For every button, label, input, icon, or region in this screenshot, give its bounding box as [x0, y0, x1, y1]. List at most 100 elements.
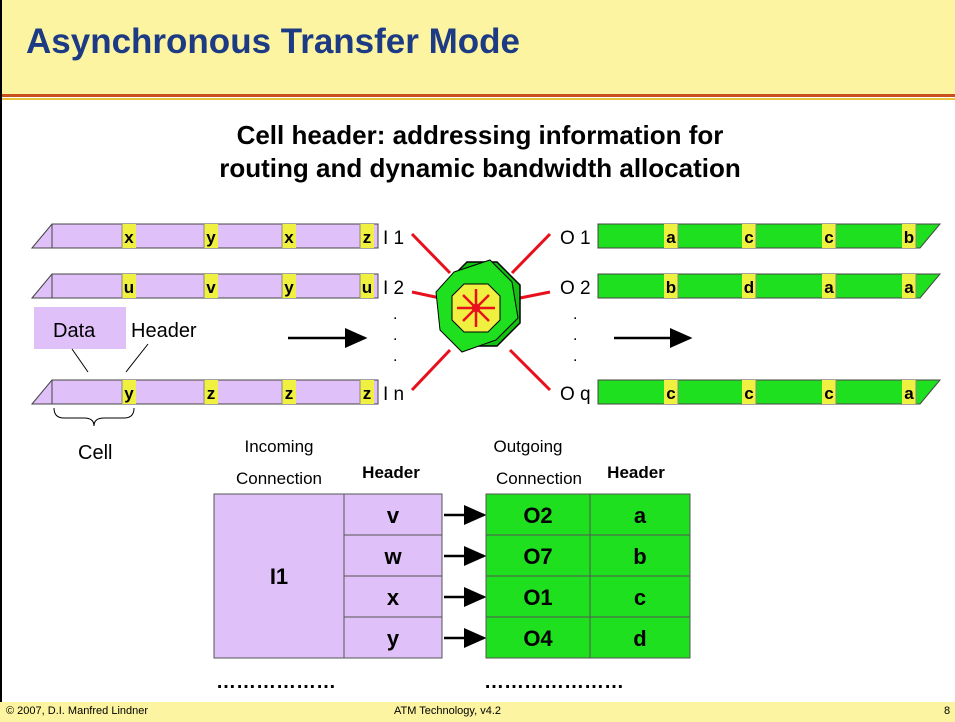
cell-header-label: b: [904, 228, 914, 247]
out-header-value: a: [634, 503, 647, 528]
cell-header-label: v: [206, 278, 216, 297]
cell-header-slot: [360, 380, 374, 404]
slide-frame: [0, 0, 2, 722]
svg-text:.: .: [393, 306, 397, 323]
svg-text:.: .: [573, 306, 577, 323]
footer-page-number: 8: [944, 705, 951, 717]
out-header-value: c: [634, 585, 646, 610]
input-port-label: I n: [383, 384, 404, 405]
incoming-heading-line1: Incoming: [245, 437, 314, 456]
out-header-value: b: [633, 544, 646, 569]
switch-connections: [410, 232, 552, 392]
cell-header-slot: [902, 274, 916, 298]
out-header-value: d: [633, 626, 646, 651]
cell-header-label: c: [824, 384, 833, 403]
in-header-value: y: [387, 626, 400, 651]
footer-copyright: © 2007, D.I. Manfred Lindner: [6, 705, 149, 717]
table-continuation-left: ………………: [216, 671, 336, 693]
table-row: x O1 c: [343, 575, 691, 618]
in-header-cell: [343, 575, 443, 618]
output-ellipsis: ...: [573, 306, 577, 365]
incoming-heading-line2: Connection: [236, 469, 322, 488]
data-label-box: [34, 307, 126, 349]
cell-header-slot: [742, 274, 756, 298]
cell-header-slot: [282, 224, 296, 248]
subtitle-line-2: routing and dynamic bandwidth allocation: [219, 153, 741, 183]
cell-header-slot: [742, 380, 756, 404]
cell-header-label: d: [744, 278, 754, 297]
cell-header-label: y: [124, 384, 134, 403]
cell-header-slot: [902, 224, 916, 248]
svg-text:.: .: [573, 327, 577, 344]
slide-title: Asynchronous Transfer Mode: [26, 22, 520, 61]
atm-switch-icon: [435, 259, 521, 353]
cell-header-slot: [360, 274, 374, 298]
cell-header-slot: [204, 224, 218, 248]
out-connection-cell: [485, 534, 591, 577]
in-header-value: v: [387, 503, 400, 528]
title-bar: [0, 0, 955, 94]
cell-header-slot: [204, 380, 218, 404]
cell-header-label: a: [666, 228, 676, 247]
svg-text:.: .: [573, 348, 577, 365]
cell-header-label: a: [824, 278, 834, 297]
cell-header-label: b: [666, 278, 676, 297]
input-ellipsis: ...: [393, 306, 397, 365]
out-header-cell: [589, 616, 691, 659]
cell-header-slot: [204, 274, 218, 298]
table-continuation-right: …………………: [484, 671, 624, 693]
cell-header-label: z: [363, 384, 372, 403]
incoming-connection-value: I1: [270, 564, 288, 589]
out-connection-value: O1: [523, 585, 552, 610]
outgoing-stream-bar: [597, 223, 942, 249]
title-rule-accent: [0, 98, 955, 100]
data-pointer: [71, 348, 89, 373]
cell-header-slot: [282, 380, 296, 404]
cell-header-label: c: [744, 228, 753, 247]
slide-subtitle: Cell header: addressing information for …: [120, 119, 840, 185]
cell-header-slot: [664, 224, 678, 248]
output-port-label: O 2: [560, 278, 591, 299]
cell-header-slot: [822, 380, 836, 404]
cell-header-label: a: [904, 384, 914, 403]
cell-header-slot: [742, 224, 756, 248]
cell-header-slot: [360, 224, 374, 248]
table-row: v O2 a: [343, 493, 691, 536]
in-header-cell: [343, 534, 443, 577]
out-connection-value: O2: [523, 503, 552, 528]
out-connection-value: O4: [523, 626, 553, 651]
in-header-value: x: [387, 585, 400, 610]
input-port-label: I 2: [383, 278, 404, 299]
header-heading: Header: [362, 463, 420, 482]
cell-header-slot: [822, 224, 836, 248]
out-header-cell: [589, 534, 691, 577]
cell-header-label: u: [362, 278, 372, 297]
cell-header-label: z: [285, 384, 294, 403]
cell-header-label: y: [284, 278, 294, 297]
out-connection-cell: [485, 616, 591, 659]
cell-brace: [53, 407, 135, 427]
cell-header-label: x: [284, 228, 294, 247]
in-header-value: w: [383, 544, 402, 569]
table-row: y O4 d: [343, 616, 691, 659]
svg-text:.: .: [393, 348, 397, 365]
footer: © 2007, D.I. Manfred Lindner ATM Technol…: [0, 702, 955, 722]
cell-header-slot: [664, 380, 678, 404]
outgoing-heading-line1: Outgoing: [494, 437, 563, 456]
input-port-label: I 1: [383, 228, 404, 249]
cell-header-label: y: [206, 228, 216, 247]
cell-header-label: c: [744, 384, 753, 403]
cell-header-slot: [122, 380, 136, 404]
footer-course: ATM Technology, v4.2: [394, 705, 501, 717]
cell-header-slot: [664, 274, 678, 298]
